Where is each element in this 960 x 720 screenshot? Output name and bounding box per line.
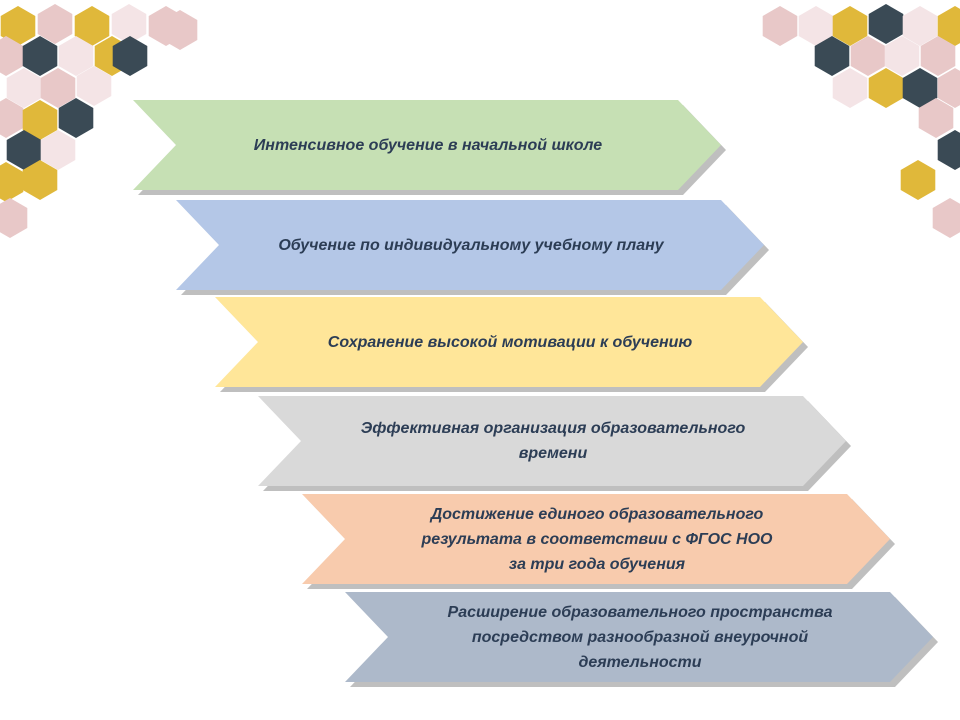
left-hexagon bbox=[22, 160, 58, 200]
left-hexagon bbox=[6, 68, 42, 108]
step-1: Интенсивное обучение в начальной школе bbox=[133, 100, 726, 195]
right-hexagon bbox=[900, 160, 936, 200]
right-hexagon bbox=[832, 68, 868, 108]
left-hexagon bbox=[148, 6, 184, 46]
left-hexagon bbox=[0, 198, 28, 238]
right-hexagon bbox=[920, 36, 956, 76]
step-2-arrow bbox=[176, 200, 769, 295]
step-5-arrow bbox=[302, 494, 895, 589]
step-2: Обучение по индивидуальному учебному пла… bbox=[176, 200, 769, 295]
step-3-arrow bbox=[215, 297, 808, 392]
left-hexagon bbox=[111, 4, 147, 44]
step-4-label: Эффективная организация образовательного… bbox=[360, 420, 746, 462]
left-hexagon bbox=[162, 10, 198, 50]
right-hexagon bbox=[762, 6, 798, 46]
step-5-label: Достижение единого образовательного резу… bbox=[421, 505, 773, 573]
step-6-arrow bbox=[345, 592, 938, 687]
left-hexagon bbox=[22, 100, 58, 140]
right-hexagon bbox=[902, 6, 938, 46]
step-6-label: Расширение образовательного пространства… bbox=[447, 603, 833, 671]
right-hexagon bbox=[798, 6, 834, 46]
left-hexagon bbox=[0, 162, 24, 202]
right-hexagon bbox=[902, 68, 938, 108]
step-4: Эффективная организация образовательного… bbox=[258, 396, 851, 491]
step-3: Сохранение высокой мотивации к обучению bbox=[215, 297, 808, 392]
right-hexagon bbox=[937, 6, 960, 46]
left-hexagon bbox=[40, 68, 76, 108]
left-hexagon bbox=[0, 98, 24, 138]
right-hexagon bbox=[850, 36, 886, 76]
right-hexagon bbox=[918, 98, 954, 138]
step-1-arrow bbox=[133, 100, 726, 195]
left-hexagon bbox=[74, 6, 110, 46]
step-4-arrow bbox=[258, 396, 851, 491]
left-hexagon bbox=[0, 6, 36, 46]
left-hexagon bbox=[94, 36, 130, 76]
right-hexagon bbox=[832, 6, 868, 46]
right-hexagon bbox=[868, 4, 904, 44]
left-hexagon bbox=[58, 98, 94, 138]
left-hexagon bbox=[112, 36, 148, 76]
step-1-label: Интенсивное обучение в начальной школе bbox=[253, 136, 603, 154]
left-hexagon bbox=[76, 66, 112, 106]
honeycomb-right-cluster bbox=[762, 4, 960, 238]
step-2-label: Обучение по индивидуальному учебному пла… bbox=[278, 236, 664, 254]
left-hexagon bbox=[6, 130, 42, 170]
right-hexagon bbox=[814, 36, 850, 76]
right-hexagon bbox=[932, 198, 960, 238]
step-6: Расширение образовательного пространства… bbox=[345, 592, 938, 687]
left-hexagon bbox=[22, 36, 58, 76]
left-hexagon bbox=[58, 36, 94, 76]
left-hexagon bbox=[40, 130, 76, 170]
right-hexagon bbox=[937, 130, 960, 170]
right-hexagon bbox=[937, 68, 960, 108]
step-3-label: Сохранение высокой мотивации к обучению bbox=[327, 333, 693, 351]
right-hexagon bbox=[868, 68, 904, 108]
left-hexagon bbox=[37, 4, 73, 44]
step-5: Достижение единого образовательного резу… bbox=[302, 494, 895, 589]
left-hexagon bbox=[0, 36, 24, 76]
right-hexagon bbox=[884, 36, 920, 76]
